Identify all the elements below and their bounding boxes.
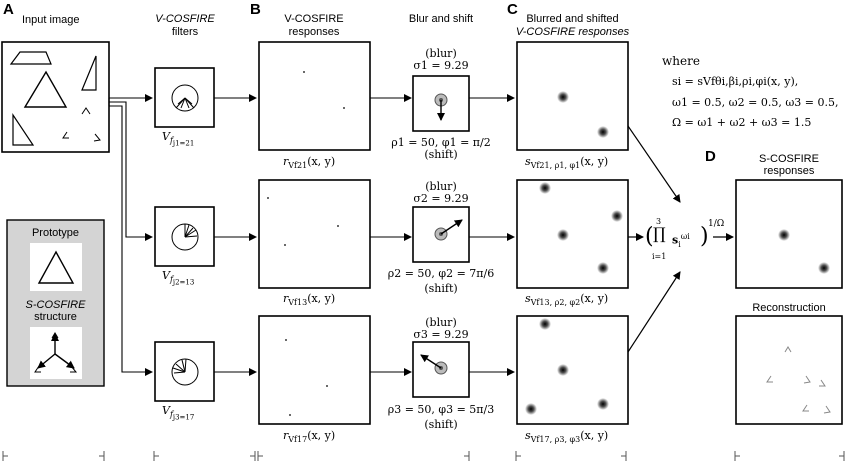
blur-label-3: (blur): [425, 316, 457, 329]
scosfire-response-box: [735, 179, 843, 289]
filter-box-2: [154, 206, 215, 267]
formula-si: siωi: [672, 232, 690, 249]
blur-box-1: [412, 75, 470, 132]
panel-letter-b: B: [250, 1, 261, 18]
where-line-2: ω1 = 0.5, ω2 = 0.5, ω3 = 0.5,: [672, 96, 839, 109]
prototype-triangle: [37, 250, 75, 284]
formula-exponent: 1/Ω: [708, 219, 725, 229]
panel-letter-c: C: [507, 1, 518, 18]
header-blurred-2: V-COSFIRE responses: [515, 26, 630, 38]
prototype-label: Prototype: [31, 227, 80, 239]
blur-label-1: (blur): [425, 47, 457, 60]
response-to-blur-arrows: [370, 94, 412, 376]
panel-letter-a: A: [3, 1, 14, 18]
bottom-ticks: [2, 451, 845, 461]
blur-box-2: [412, 206, 470, 263]
rho-phi-label-3: ρ3 = 50, φ3 = 5π/3: [387, 403, 495, 416]
filter-label-3: Vfj3=17: [162, 404, 195, 422]
sigma-label-3: σ3 = 9.29: [413, 328, 469, 341]
reconstruction-box: [735, 315, 843, 425]
header-input-image: Input image: [22, 14, 80, 26]
vertex-shape: [62, 131, 69, 139]
header-reconstruction: Reconstruction: [752, 302, 826, 314]
prototype-panel: [6, 219, 105, 387]
response-box-3: [258, 315, 371, 425]
input-image: [1, 41, 110, 153]
filter-to-response-arrows: [214, 94, 257, 376]
header-scosfire-responses: S-COSFIRE: [759, 153, 819, 165]
blurred-box-1: [516, 41, 629, 151]
response-label-2: rVf13(x, y): [283, 292, 336, 308]
blur-label-2: (blur): [425, 180, 457, 193]
response-box-2: [258, 179, 371, 289]
formula-prod: ∏: [653, 224, 666, 243]
shift-label-3: (shift): [424, 418, 458, 431]
vertex-shape: [81, 107, 91, 115]
filter-label-2: Vfj2=13: [162, 269, 195, 287]
sigma-label-2: σ2 = 9.29: [413, 192, 469, 205]
response-box-1: [258, 41, 371, 151]
trapezoid-shape: [9, 51, 52, 65]
formula-open-paren: (: [645, 224, 654, 249]
rho-phi-label-1: ρ1 = 50, φ1 = π/2: [391, 136, 491, 149]
header-scosfire-responses-2: responses: [763, 165, 815, 177]
blurred-label-2: sVf13, ρ2, φ2(x, y): [525, 292, 609, 308]
filter-box-1: [154, 67, 215, 128]
response-label-1: rVf21(x, y): [283, 155, 336, 171]
sigma-label-1: σ1 = 9.29: [413, 59, 469, 72]
structure-arrows: [37, 333, 75, 369]
structure-label: S-COSFIRE: [25, 299, 86, 311]
filter-label-1: Vfj1=21: [162, 130, 195, 148]
right-triangle-shape-2: [12, 113, 35, 146]
where-word: where: [662, 54, 700, 68]
blurred-label-1: sVf21, ρ1, φ1(x, y): [525, 155, 609, 171]
blur-to-blurred-arrows: [469, 94, 515, 376]
panel-letter-d: D: [705, 148, 716, 165]
header-vcosfire-filters: V-COSFIRE: [155, 13, 215, 25]
header-vcosfire-responses-2: responses: [288, 26, 340, 38]
response-label-3: rVf17(x, y): [283, 429, 336, 445]
blurred-to-formula-arrows: [627, 125, 734, 353]
blurred-box-2: [516, 179, 629, 289]
filter-box-3: [154, 341, 215, 402]
rho-phi-label-2: ρ2 = 50, φ2 = 7π/6: [387, 267, 495, 280]
shift-label-1: (shift): [424, 148, 458, 161]
header-blur-shift: Blur and shift: [408, 13, 474, 25]
right-triangle-shape: [81, 55, 97, 91]
where-line-1: si = sVfθi,βi,ρi,φi(x, y),: [672, 75, 799, 88]
blurred-label-3: sVf17, ρ3, φ3(x, y): [525, 429, 609, 445]
formula-close-paren: ): [700, 224, 709, 249]
shift-label-2: (shift): [424, 282, 458, 295]
input-connectors: [108, 94, 153, 376]
blur-box-3: [412, 341, 470, 398]
triangle-shape: [23, 70, 68, 108]
header-blurred: Blurred and shifted: [526, 13, 619, 25]
blurred-box-3: [516, 315, 629, 425]
header-vcosfire-responses: V-COSFIRE: [284, 13, 344, 25]
formula-prod-bottom: i=1: [652, 252, 667, 261]
structure-label-2: structure: [34, 311, 77, 323]
vertex-shape: [93, 133, 101, 142]
where-line-3: Ω = ω1 + ω2 + ω3 = 1.5: [672, 116, 812, 129]
formula-prod-top: 3: [656, 217, 662, 226]
header-vcosfire-filters-2: filters: [171, 26, 199, 38]
